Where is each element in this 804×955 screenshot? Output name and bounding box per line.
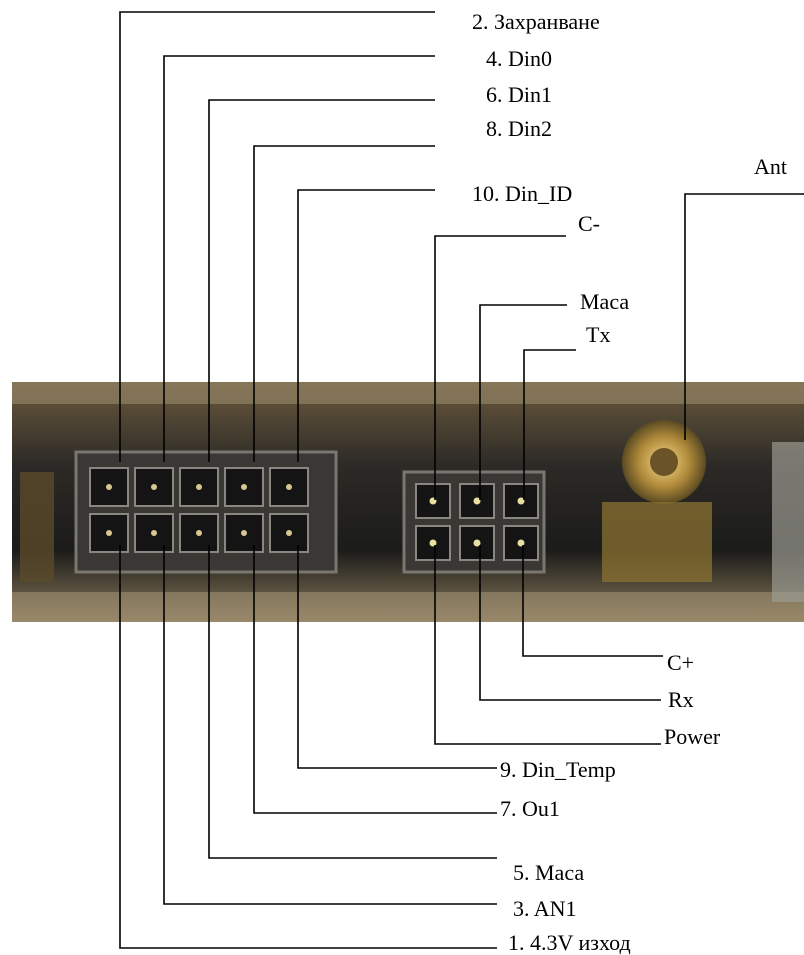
leader-pin-10 xyxy=(298,190,435,462)
leader-pin-5 xyxy=(209,545,497,858)
label-pin-5: 5. Маса xyxy=(513,861,584,885)
label-c-plus: C+ xyxy=(667,651,694,675)
label-tx: Tx xyxy=(586,323,610,347)
leader-tx xyxy=(524,350,576,500)
label-pin-9: 9. Din_Temp xyxy=(500,758,616,782)
label-masa-small: Маса xyxy=(580,290,629,314)
label-pin-4: 4. Din0 xyxy=(486,47,552,71)
leader-power xyxy=(435,545,661,744)
label-rx: Rx xyxy=(668,688,694,712)
label-pin-8: 8. Din2 xyxy=(486,117,552,141)
leader-c-minus xyxy=(435,236,566,500)
leader-pin-2 xyxy=(120,12,435,462)
leader-pin-7 xyxy=(254,545,497,813)
leader-ant xyxy=(685,194,804,440)
label-pin-2: 2. Захранване xyxy=(472,10,600,34)
leader-pin-4 xyxy=(164,56,435,462)
leader-rx xyxy=(480,545,661,700)
leader-pin-6 xyxy=(209,100,435,462)
label-power: Power xyxy=(664,725,720,749)
label-pin-10: 10. Din_ID xyxy=(472,182,572,206)
label-ant: Ant xyxy=(754,155,787,179)
leader-pin-8 xyxy=(254,146,435,462)
leader-pin-3 xyxy=(164,545,497,904)
leader-pin-9 xyxy=(298,545,497,768)
leader-c-plus xyxy=(523,545,663,656)
label-c-minus: C- xyxy=(578,212,600,236)
label-pin-6: 6. Din1 xyxy=(486,83,552,107)
label-pin-7: 7. Ou1 xyxy=(500,797,560,821)
label-pin-1: 1. 4.3V изход xyxy=(508,931,631,955)
label-pin-3: 3. AN1 xyxy=(513,897,577,921)
leader-pin-1 xyxy=(120,545,497,948)
